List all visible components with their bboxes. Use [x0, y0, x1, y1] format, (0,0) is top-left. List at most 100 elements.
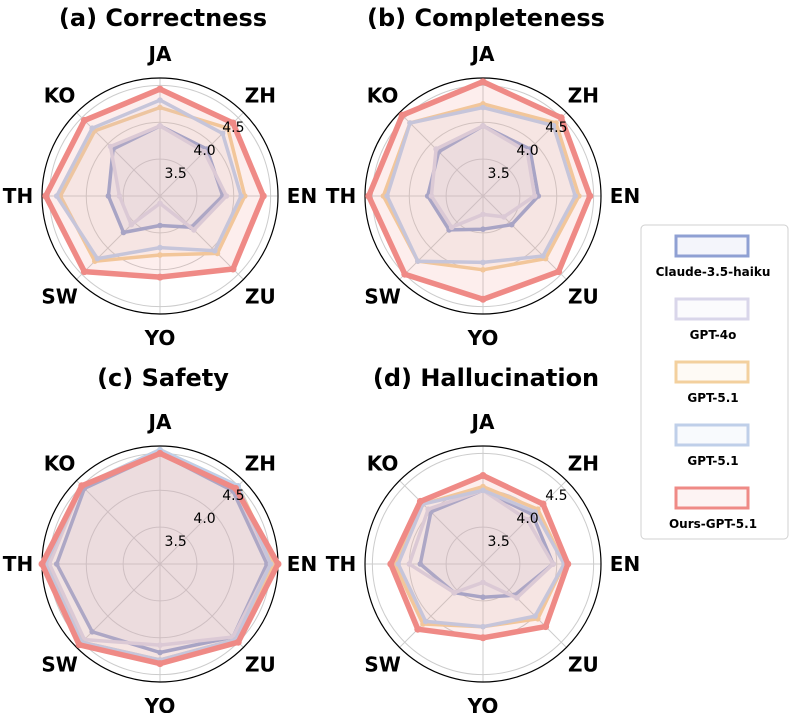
series-gpt-5-1-point	[480, 623, 486, 630]
series-gpt-4o-point	[514, 595, 520, 601]
series-gpt-4o-point	[451, 589, 458, 596]
axis-label-ja: JA	[147, 410, 172, 434]
radial-tick-label: 3.5	[488, 534, 510, 550]
series-gpt-4o-point	[425, 506, 432, 512]
series-ours-gpt-5-1-polygon	[42, 86, 267, 280]
series-gpt-5-1-point	[267, 561, 274, 567]
radial-tick-label: 4.5	[222, 120, 244, 136]
axis-label-ko: KO	[367, 452, 399, 476]
axis-label-en: EN	[287, 184, 317, 208]
series-gpt-4o-point	[480, 123, 486, 129]
axis-label-zh: ZH	[245, 452, 276, 476]
series-ours-gpt-5-1-point	[75, 641, 83, 649]
series-ours-gpt-5-1-point	[229, 265, 237, 273]
grid-spoke	[76, 480, 161, 565]
series-gpt-4o-point	[116, 193, 123, 199]
legend-swatch-claude-3-5-haiku	[674, 234, 750, 258]
series-gpt-5-1-point	[219, 130, 226, 137]
axis-label-zh: ZH	[245, 84, 276, 108]
series-ours-gpt-5-1-point	[156, 660, 164, 668]
series-gpt-4o-point	[480, 211, 486, 218]
series-gpt-5-1-point	[532, 613, 538, 619]
grid-spoke	[482, 563, 567, 648]
axis-label-yo: YO	[467, 326, 499, 350]
series-ours-gpt-5-1-point	[38, 560, 46, 568]
series-ours-gpt-5-1-point	[156, 449, 164, 457]
axis-label-ko: KO	[367, 84, 399, 108]
series-ours-gpt-5-1-point	[229, 119, 237, 127]
series-gpt-5-1-point	[157, 97, 163, 103]
radial-tick-label: 3.5	[165, 534, 187, 550]
series-ours-gpt-5-1-point	[401, 270, 409, 278]
axis-label-sw: SW	[41, 284, 77, 308]
grid-spoke	[482, 195, 567, 280]
legend-swatch-gpt-4o	[674, 297, 750, 321]
series-gpt-5-1-point	[422, 618, 429, 625]
grid-spoke	[159, 563, 244, 648]
grid-spoke	[482, 480, 567, 565]
series-gpt-5-1-point	[157, 104, 163, 111]
series-gpt-5-1-point	[480, 259, 486, 266]
radial-tick-label: 3.5	[165, 166, 187, 182]
radial-tick-label: 3.5	[488, 166, 510, 182]
series-ours-gpt-5-1-point	[479, 78, 487, 86]
series-gpt-5-1-point	[384, 193, 390, 199]
axis-label-sw: SW	[364, 284, 400, 308]
series-ours-gpt-5-1-point	[564, 560, 572, 568]
series-gpt-4o-point	[428, 193, 435, 199]
chart-title: (c) Safety	[97, 364, 229, 392]
series-claude-3-5-haiku-point	[120, 229, 127, 236]
series-ours-gpt-5-1-point	[557, 114, 565, 122]
series-gpt-5-1-point	[225, 125, 231, 131]
series-ours-gpt-5-1-point	[479, 634, 487, 642]
series-ours-gpt-5-1-point	[232, 484, 240, 492]
axis-label-yo: YO	[144, 694, 176, 713]
axis-label-sw: SW	[364, 652, 400, 676]
series-ours-gpt-5-1-point	[542, 623, 550, 631]
series-ours-gpt-5-1-point	[387, 560, 395, 568]
series-ours-gpt-5-1-point	[586, 192, 594, 200]
radial-tick-label: 4.5	[545, 488, 567, 504]
series-ours-gpt-5-1-point	[539, 500, 547, 508]
series-gpt-4o-point	[524, 148, 531, 155]
radial-tick-label: 4.0	[193, 143, 215, 159]
radial-tick-label: 4.5	[222, 488, 244, 504]
series-gpt-4o-point	[223, 193, 230, 199]
series-gpt-5-1-point	[395, 561, 402, 567]
series-ours-gpt-5-1-point	[80, 116, 88, 124]
chart-title: (a) Correctness	[59, 4, 267, 32]
series-gpt-5-1-point	[212, 248, 218, 254]
axis-label-en: EN	[610, 184, 640, 208]
axis-label-zu: ZU	[568, 284, 599, 308]
grid-spoke	[399, 480, 484, 565]
series-claude-3-5-haiku-point	[417, 561, 424, 567]
grid-spoke	[399, 195, 484, 280]
series-ours-gpt-5-1-point	[156, 273, 164, 281]
series-gpt-4o-point	[480, 579, 486, 586]
legend: Claude-3.5-haikuGPT-4oGPT-5.1GPT-5.1Ours…	[640, 224, 789, 540]
series-ours-gpt-5-1-point	[80, 268, 88, 276]
series-gpt-5-1-point	[157, 252, 163, 258]
series-gpt-5-1-point	[238, 193, 244, 199]
series-ours-gpt-5-1-point	[416, 497, 424, 505]
series-gpt-4o-point	[157, 642, 163, 648]
series-ours-gpt-5-1-point	[365, 192, 373, 200]
series-gpt-4o-point	[448, 224, 455, 231]
grid-spoke	[159, 195, 244, 280]
series-gpt-4o-point	[157, 123, 163, 129]
axis-label-zu: ZU	[245, 284, 276, 308]
grid-spoke	[399, 112, 484, 197]
series-gpt-5-1-point	[94, 255, 101, 262]
axis-label-sw: SW	[41, 652, 77, 676]
series-gpt-4o-point	[128, 221, 135, 228]
series-gpt-5-1-point	[480, 267, 486, 273]
chart-title: (b) Completeness	[367, 4, 605, 32]
radial-tick-label: 4.0	[193, 511, 215, 527]
series-claude-3-5-haiku-point	[480, 594, 486, 600]
series-ours-gpt-5-1-point	[42, 192, 50, 200]
legend-label-ours-gpt-5-1: Ours-GPT-5.1	[669, 517, 757, 531]
series-gpt-4o-point	[157, 200, 163, 207]
series-claude-3-5-haiku-point	[157, 649, 163, 656]
radial-tick-label: 4.0	[516, 143, 538, 159]
